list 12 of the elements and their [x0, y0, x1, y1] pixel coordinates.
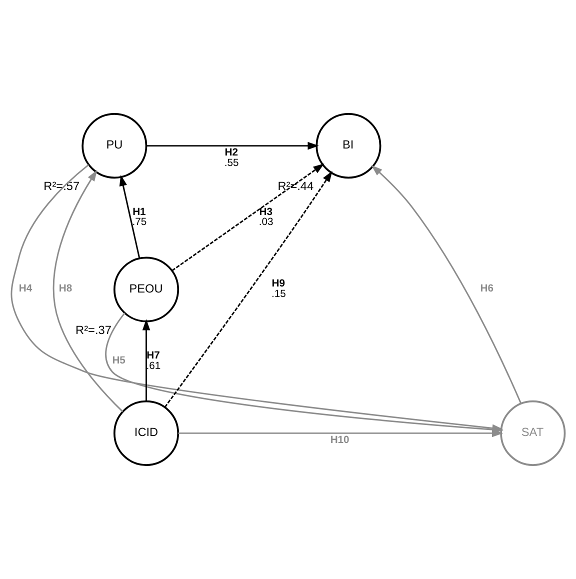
edge-label: H4 — [18, 284, 32, 294]
node-label: R²=.57 — [44, 179, 80, 194]
node-label: R²=.37 — [76, 322, 112, 337]
edge-label: H5 — [112, 355, 126, 366]
edge-label: H10 — [330, 434, 350, 446]
edge-label: H2 .55 — [224, 148, 239, 169]
edge-label: H7 .61 — [146, 350, 161, 372]
edge-label: H8 — [58, 284, 72, 294]
edge-label: H1 .75 — [132, 206, 147, 228]
edge-label: H6 — [480, 284, 494, 294]
edge-label: H9 .15 — [271, 278, 286, 300]
edge-label: H3 .03 — [258, 206, 274, 228]
